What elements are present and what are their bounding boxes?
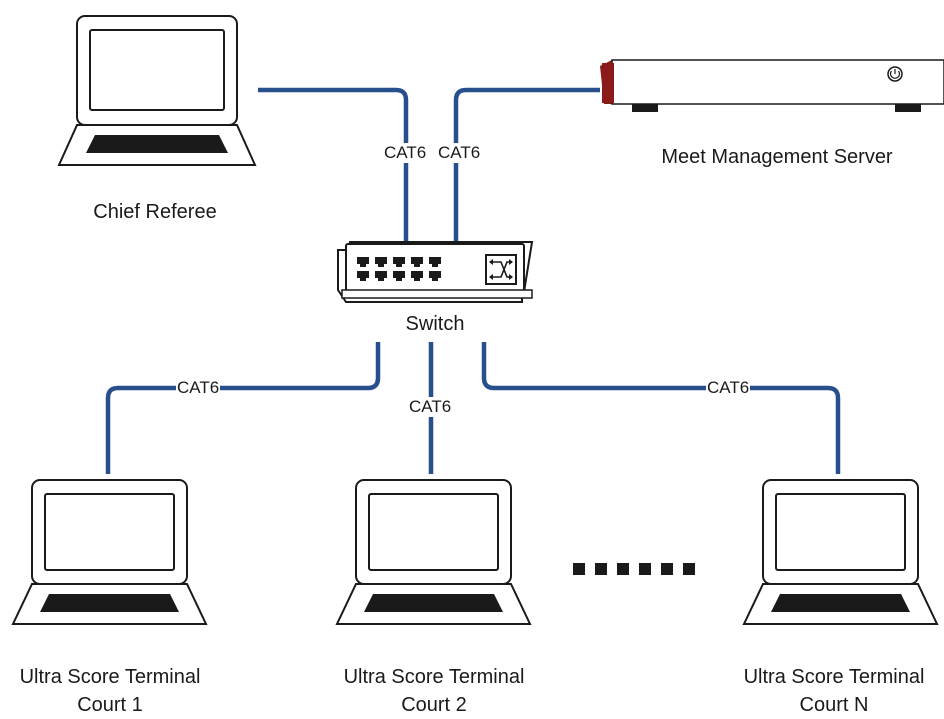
- network-switch: [337, 241, 534, 303]
- laptop-court-1: [11, 479, 208, 625]
- terminal-court: Court N: [799, 694, 869, 716]
- switch-ports: [357, 257, 441, 281]
- server-device: [600, 59, 944, 112]
- laptop-court-2: [335, 479, 532, 625]
- laptop-keyboard: [771, 594, 910, 612]
- cable-label-court2: CAT6: [408, 397, 453, 417]
- server-chassis: [611, 59, 944, 105]
- laptop-chief-referee: [57, 15, 257, 166]
- label-server: Meet Management Server: [661, 146, 893, 168]
- terminal-name: Ultra Score Terminal: [19, 666, 201, 688]
- cable-server-to-switch: [453, 87, 600, 242]
- label-chief-referee: Chief Referee: [93, 201, 217, 223]
- terminal-name: Ultra Score Terminal: [743, 666, 925, 688]
- laptop-court-n: [742, 479, 939, 625]
- label-terminal-court-n: Ultra Score Terminal Court N: [724, 663, 944, 719]
- cable-label-courtn: CAT6: [706, 378, 751, 398]
- label-terminal-court-1: Ultra Score Terminal Court 1: [0, 663, 220, 719]
- cable-referee-to-switch: [258, 87, 409, 242]
- server-foot-left: [632, 104, 658, 112]
- cable-label-referee: CAT6: [383, 143, 428, 163]
- label-terminal-court-2: Ultra Score Terminal Court 2: [324, 663, 544, 719]
- laptop-keyboard: [364, 594, 503, 612]
- terminal-name: Ultra Score Terminal: [343, 666, 525, 688]
- cable-switch-to-court1: [105, 342, 381, 474]
- terminal-court: Court 2: [401, 694, 467, 716]
- cable-switch-to-courtn: [481, 342, 841, 474]
- more-terminals-ellipsis: [573, 563, 695, 575]
- terminal-court: Court 1: [77, 694, 143, 716]
- laptop-keyboard: [40, 594, 179, 612]
- server-bezel: [602, 63, 614, 103]
- label-switch: Switch: [405, 313, 465, 335]
- server-foot-right: [895, 104, 921, 112]
- laptop-keyboard: [86, 135, 228, 153]
- cable-label-server: CAT6: [437, 143, 482, 163]
- switch-symbol-icon: [485, 254, 517, 285]
- cable-label-court1: CAT6: [176, 378, 221, 398]
- laptop-screen: [89, 29, 225, 111]
